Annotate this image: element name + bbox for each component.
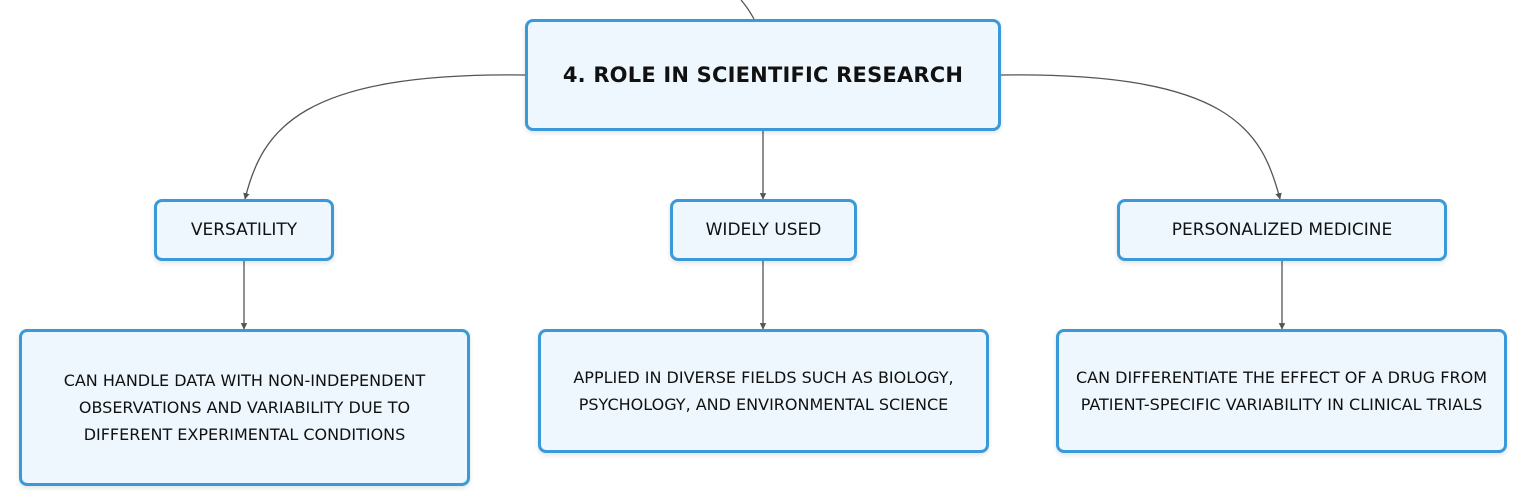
detail-node-text: CAN DIFFERENTIATE THE EFFECT OF A DRUG F… — [1075, 368, 1487, 414]
branch-node-widely-used[interactable]: WIDELY USED — [670, 199, 857, 261]
detail-node-personalized-medicine[interactable]: CAN DIFFERENTIATE THE EFFECT OF A DRUG F… — [1056, 329, 1507, 453]
detail-node-versatility[interactable]: CAN HANDLE DATA WITH NON-INDEPENDENT OBS… — [19, 329, 470, 486]
parent-connector — [740, 0, 755, 20]
branch-node-label: PERSONALIZED MEDICINE — [1171, 220, 1393, 240]
root-node[interactable]: 4. ROLE IN SCIENTIFIC RESEARCH — [525, 19, 1001, 131]
connector-root-to-versatility — [243, 74, 526, 200]
branch-node-label: VERSATILITY — [190, 220, 298, 240]
branch-node-versatility[interactable]: VERSATILITY — [154, 199, 334, 261]
detail-node-widely-used[interactable]: APPLIED IN DIVERSE FIELDS SUCH AS BIOLOG… — [538, 329, 989, 453]
detail-node-text: CAN HANDLE DATA WITH NON-INDEPENDENT OBS… — [63, 371, 426, 444]
connector-root-to-personalized-medicine — [1000, 74, 1282, 200]
root-node-label: 4. ROLE IN SCIENTIFIC RESEARCH — [562, 63, 964, 87]
detail-node-text: APPLIED IN DIVERSE FIELDS SUCH AS BIOLOG… — [573, 368, 954, 414]
branch-node-label: WIDELY USED — [705, 220, 822, 240]
branch-node-personalized-medicine[interactable]: PERSONALIZED MEDICINE — [1117, 199, 1447, 261]
